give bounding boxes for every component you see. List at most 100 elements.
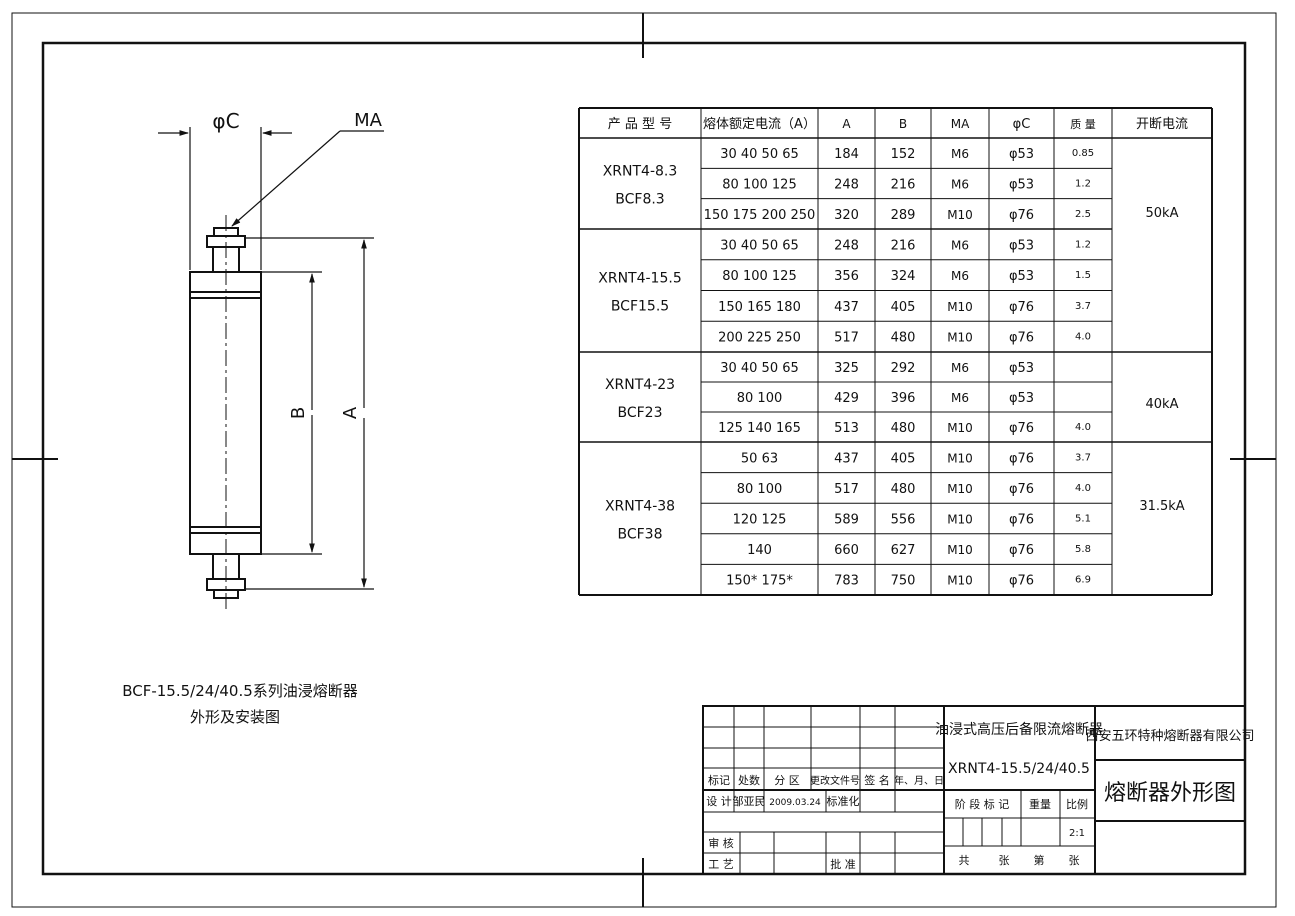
table-current-cell: 80 100 [737, 482, 783, 497]
table-ma-cell: M10 [947, 482, 973, 496]
title-block-text: 标记 处数 分 区 更改文件号 签 名 年、月、日 设 计 邹亚民 2009.0… [706, 721, 1254, 871]
tb-review-label: 审 核 [708, 836, 734, 850]
table-c-cell: φ76 [1009, 300, 1034, 315]
table-c-cell: φ53 [1009, 391, 1034, 406]
table-b-cell: 396 [891, 391, 916, 406]
table-c-cell: φ53 [1009, 238, 1034, 253]
table-b-cell: 627 [891, 543, 916, 558]
dim-ma-leader [231, 130, 384, 227]
table-a-cell: 437 [834, 300, 859, 315]
table-c-cell: φ76 [1009, 482, 1034, 497]
table-a-cell: 517 [834, 482, 859, 497]
table-model-name: XRNT4-15.5 [598, 271, 681, 287]
table-current-cell: 80 100 [737, 391, 783, 406]
table-b-cell: 405 [891, 300, 916, 315]
tb-process-label: 工 艺 [708, 858, 734, 871]
table-current-cell: 125 140 165 [718, 421, 801, 436]
table-header-cell: 产 品 型 号 [608, 117, 672, 132]
tb-rev-label-5: 年、月、日 [894, 774, 944, 787]
tb-scale-label: 比例 [1066, 797, 1088, 811]
table-header-cell: MA [951, 117, 970, 131]
table-c-cell: φ76 [1009, 574, 1034, 589]
table-current-cell: 150 165 180 [718, 300, 801, 315]
table-model-name: BCF8.3 [615, 192, 664, 208]
table-current-cell: 80 100 125 [722, 178, 796, 193]
table-c-cell: φ76 [1009, 543, 1034, 558]
table-current-cell: 120 125 [733, 513, 787, 528]
table-c-cell: φ53 [1009, 361, 1034, 376]
table-a-cell: 783 [834, 574, 859, 589]
table-mass-cell: 4.0 [1075, 483, 1091, 494]
tb-drawing-title: 熔断器外形图 [1104, 781, 1236, 806]
table-header-cell: 质 量 [1070, 118, 1096, 131]
table-mass-cell: 0.85 [1072, 148, 1094, 159]
table-mass-cell: 1.2 [1075, 239, 1091, 250]
table-current-cell: 30 40 50 65 [720, 361, 799, 376]
table-ma-cell: M10 [947, 421, 973, 435]
tb-design-date: 2009.03.24 [769, 798, 821, 808]
table-c-cell: φ76 [1009, 331, 1034, 346]
tb-scale-value: 2:1 [1069, 828, 1085, 839]
tb-sheet-word2: 张 [1069, 854, 1080, 867]
tb-model: XRNT4-15.5/24/40.5 [948, 761, 1090, 777]
dim-ma-label: MA [354, 110, 383, 131]
table-breaking-cell: 31.5kA [1139, 499, 1184, 514]
table-current-cell: 200 225 250 [718, 331, 801, 346]
table-b-cell: 480 [891, 331, 916, 346]
table-header-cell: 熔体额定电流（A） [703, 117, 816, 132]
table-a-cell: 248 [834, 178, 859, 193]
table-a-cell: 589 [834, 513, 859, 528]
dim-a-lines [246, 237, 374, 590]
tb-sheet-no: 第 [1034, 853, 1045, 867]
tb-rev-label-2: 分 区 [774, 774, 800, 787]
tb-stage-label: 阶 段 标 记 [955, 797, 1010, 811]
table-b-cell: 216 [891, 178, 916, 193]
dim-b-lines [262, 271, 322, 555]
dim-b-label: B [288, 407, 309, 419]
tb-rev-label-0: 标记 [708, 773, 730, 787]
tb-designer: 邹亚民 [733, 795, 766, 808]
title-block [702, 705, 1246, 875]
dim-phi-c-label: φC [212, 109, 239, 133]
table-b-cell: 216 [891, 238, 916, 253]
tb-sheet-total: 共 [959, 854, 970, 867]
table-c-cell: φ53 [1009, 269, 1034, 284]
table-b-cell: 324 [891, 269, 916, 284]
table-mass-cell: 1.2 [1075, 179, 1091, 190]
table-model-name: BCF23 [617, 405, 662, 421]
table-current-cell: 140 [747, 543, 772, 558]
table-c-cell: φ53 [1009, 147, 1034, 162]
table-current-cell: 30 40 50 65 [720, 238, 799, 253]
table-a-cell: 660 [834, 543, 859, 558]
table-ma-cell: M10 [947, 543, 973, 557]
tb-approve-label: 批 准 [830, 857, 856, 871]
table-ma-cell: M6 [951, 361, 969, 375]
table-mass-cell: 5.8 [1075, 544, 1091, 555]
table-current-cell: 150* 175* [726, 574, 793, 589]
table-c-cell: φ76 [1009, 421, 1034, 436]
tb-rev-label-4: 签 名 [864, 773, 890, 787]
table-mass-cell: 2.5 [1075, 209, 1091, 220]
table-a-cell: 429 [834, 391, 859, 406]
table-model-name: BCF15.5 [611, 299, 669, 315]
table-breaking-cell: 50kA [1146, 206, 1179, 221]
table-breaking-cell: 40kA [1146, 397, 1179, 412]
table-current-cell: 150 175 200 250 [704, 208, 816, 223]
table-mass-cell: 3.7 [1075, 452, 1091, 463]
table-header-cell: A [842, 117, 851, 131]
tb-rev-label-1: 处数 [738, 774, 760, 787]
table-ma-cell: M10 [947, 331, 973, 345]
table-mass-cell: 6.9 [1075, 575, 1091, 586]
table-b-cell: 480 [891, 482, 916, 497]
table-ma-cell: M6 [951, 147, 969, 161]
tb-company: 西安五环特种熔断器有限公司 [1085, 729, 1254, 744]
table-b-cell: 405 [891, 451, 916, 466]
table-a-cell: 325 [834, 361, 859, 376]
table-a-cell: 248 [834, 238, 859, 253]
dim-a-label: A [340, 406, 361, 419]
table-header-cell: 开断电流 [1136, 117, 1188, 132]
table-b-cell: 480 [891, 421, 916, 436]
table-mass-cell: 4.0 [1075, 422, 1091, 433]
table-ma-cell: M10 [947, 208, 973, 222]
